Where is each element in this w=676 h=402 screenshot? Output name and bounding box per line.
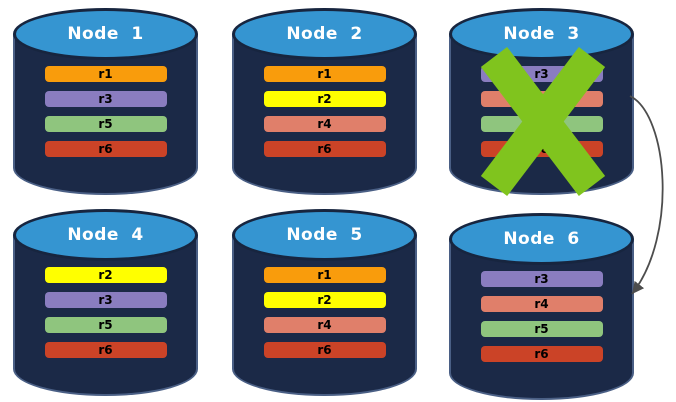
replica-row: r6: [263, 141, 386, 157]
cylinder-body: [232, 34, 417, 195]
replica-row-label: r3: [534, 272, 549, 286]
replica-row: r1: [263, 267, 386, 283]
replica-row: r2: [263, 292, 386, 308]
replica-row: r3: [44, 292, 167, 308]
replica-row-label: r5: [534, 322, 549, 336]
cylinder-body: [449, 239, 634, 400]
replica-row-label: r2: [317, 92, 332, 106]
node-title: Node 1: [67, 24, 144, 44]
node-title: Node 2: [286, 24, 363, 44]
replica-row: r2: [263, 91, 386, 107]
replica-row: r4: [480, 91, 603, 107]
failover-arrow: [629, 95, 664, 295]
cylinder-top: Node 4: [13, 209, 198, 261]
replica-row-label: r1: [98, 67, 113, 81]
replica-row: r1: [263, 66, 386, 82]
replica-rows: r1 r2 r4 r6: [232, 66, 417, 157]
replica-row: r3: [480, 66, 603, 82]
node-title: Node 4: [67, 225, 144, 245]
node-4: Node 4 r2 r3 r5 r6: [13, 209, 198, 396]
replica-row-label: r3: [98, 92, 113, 106]
replica-row-label: r2: [317, 293, 332, 307]
replica-row: r5: [44, 116, 167, 132]
replica-row-label: r1: [317, 67, 332, 81]
replica-row: r4: [263, 317, 386, 333]
cylinder-body: [13, 235, 198, 396]
replica-row: r6: [263, 342, 386, 358]
replica-row-label: r2: [98, 268, 113, 282]
cylinder-body: [232, 235, 417, 396]
cylinder-top: Node 2: [232, 8, 417, 60]
replica-row-label: r4: [317, 318, 332, 332]
node-5: Node 5 r1 r2 r4 r6: [232, 209, 417, 396]
replica-row: r5: [480, 321, 603, 337]
replica-rows: r2 r3 r5 r6: [13, 267, 198, 358]
replica-rows: r1 r3 r5 r6: [13, 66, 198, 157]
replica-row-label: r6: [534, 347, 549, 361]
replica-row: r6: [480, 346, 603, 362]
replica-rows: r3 r4 r5 r6: [449, 271, 634, 362]
replica-row: r3: [480, 271, 603, 287]
cylinder-top: Node 3: [449, 8, 634, 60]
replica-row: r6: [480, 141, 603, 157]
replica-row: r5: [480, 116, 603, 132]
cylinder-top: Node 5: [232, 209, 417, 261]
replica-row-label: r4: [534, 92, 549, 106]
node-title: Node 6: [503, 229, 580, 249]
node-6: Node 6 r3 r4 r5 r6: [449, 213, 634, 400]
replica-row: r2: [44, 267, 167, 283]
cylinder-top: Node 1: [13, 8, 198, 60]
replica-row-label: r4: [317, 117, 332, 131]
replica-row-label: r6: [534, 142, 549, 156]
replica-row-label: r6: [317, 343, 332, 357]
replica-row: r3: [44, 91, 167, 107]
cylinder-top: Node 6: [449, 213, 634, 265]
replica-row-label: r6: [98, 343, 113, 357]
node-title: Node 5: [286, 225, 363, 245]
replica-row-label: r3: [534, 67, 549, 81]
replica-row: r1: [44, 66, 167, 82]
replica-row: r5: [44, 317, 167, 333]
replica-rows: r1 r2 r4 r6: [232, 267, 417, 358]
replica-row: r6: [44, 141, 167, 157]
replica-rows: r3 r4 r5 r6: [449, 66, 634, 157]
replica-row-label: r5: [98, 117, 113, 131]
replica-row: r4: [480, 296, 603, 312]
node-title: Node 3: [503, 24, 580, 44]
replica-row: r4: [263, 116, 386, 132]
replica-row-label: r5: [534, 117, 549, 131]
node-3: Node 3 r3 r4 r5 r6: [449, 8, 634, 195]
replica-row: r6: [44, 342, 167, 358]
node-1: Node 1 r1 r3 r5 r6: [13, 8, 198, 195]
replica-row-label: r4: [534, 297, 549, 311]
replica-row-label: r6: [317, 142, 332, 156]
replica-row-label: r5: [98, 318, 113, 332]
cylinder-body: [13, 34, 198, 195]
replica-row-label: r6: [98, 142, 113, 156]
replica-row-label: r3: [98, 293, 113, 307]
node-2: Node 2 r1 r2 r4 r6: [232, 8, 417, 195]
replica-row-label: r1: [317, 268, 332, 282]
